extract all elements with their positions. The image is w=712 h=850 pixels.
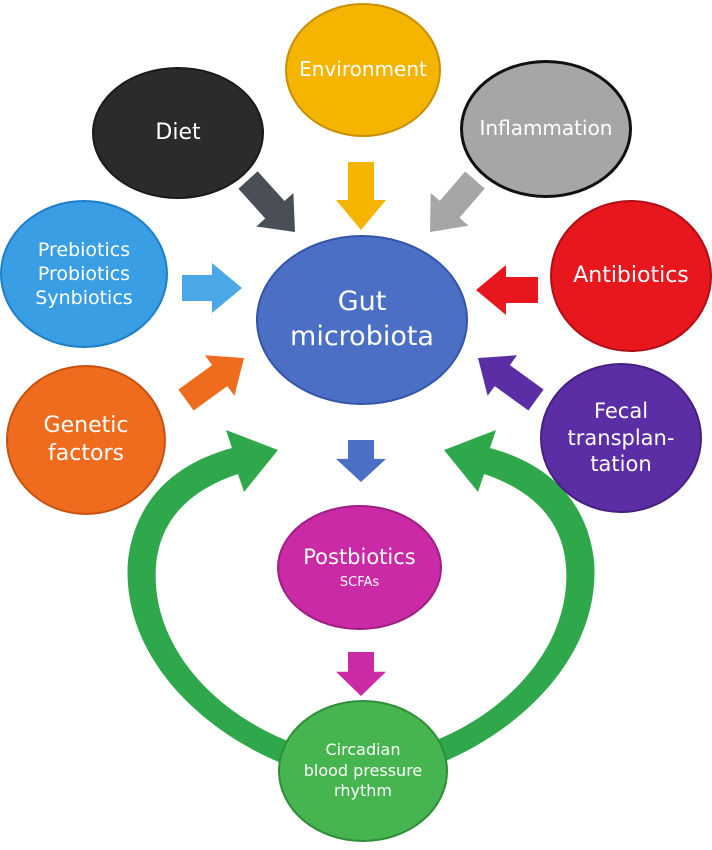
node-circadian-line-3: rhythm xyxy=(334,781,392,801)
node-fecal-transplantation: Fecal transplan- tation xyxy=(540,363,702,513)
arrow-antibiotics-to-gut xyxy=(476,265,538,315)
node-genetic-line-1: Genetic xyxy=(43,412,129,438)
node-environment-label: Environment xyxy=(299,57,427,82)
arrow-circadian-to-gut-curved-left xyxy=(127,430,302,770)
arrow-biotics-to-gut xyxy=(182,263,242,313)
node-antibiotics-label: Antibiotics xyxy=(573,262,689,288)
node-environment: Environment xyxy=(285,3,441,137)
arrow-circadian-to-gut-curved-right xyxy=(420,430,595,770)
node-genetic-factors: Genetic factors xyxy=(6,365,166,515)
arrow-diet-to-gut xyxy=(238,171,295,232)
arrow-gut-to-postbiotics xyxy=(336,440,386,482)
node-fecal-line-1: Fecal xyxy=(593,398,649,423)
node-circadian-line-1: Circadian xyxy=(325,740,401,760)
node-gut-line-1: Gut xyxy=(337,286,387,318)
node-biotics-line-2: Probiotics xyxy=(37,262,131,285)
arrow-postbiotics-to-circadian xyxy=(336,652,386,696)
arrow-environment-to-gut xyxy=(336,162,386,230)
node-fecal-line-3: tation xyxy=(590,452,652,477)
node-inflammation-label: Inflammation xyxy=(479,116,613,141)
arrow-inflammation-to-gut xyxy=(430,171,485,232)
node-biotics-line-1: Prebiotics xyxy=(37,238,131,261)
node-fecal-line-2: transplan- xyxy=(567,425,675,450)
node-circadian-line-2: blood pressure xyxy=(303,760,423,780)
node-biotics: Prebiotics Probiotics Synbiotics xyxy=(0,200,168,348)
node-postbiotics-label: Postbiotics xyxy=(303,544,416,569)
node-postbiotics: Postbiotics SCFAs xyxy=(277,505,442,630)
node-gut-microbiota: Gut microbiota xyxy=(256,235,468,405)
node-diet: Diet xyxy=(92,67,264,199)
node-biotics-line-3: Synbiotics xyxy=(35,287,133,310)
node-diet-label: Diet xyxy=(155,119,201,145)
node-circadian-rhythm: Circadian blood pressure rhythm xyxy=(278,700,448,842)
node-genetic-line-2: factors xyxy=(48,441,124,466)
node-antibiotics: Antibiotics xyxy=(550,200,712,352)
arrow-fecal-to-gut xyxy=(478,355,544,411)
node-postbiotics-sublabel: SCFAs xyxy=(339,574,380,590)
node-inflammation: Inflammation xyxy=(460,60,632,198)
node-gut-line-2: microbiota xyxy=(290,321,434,352)
arrow-genetic-to-gut xyxy=(178,355,244,411)
